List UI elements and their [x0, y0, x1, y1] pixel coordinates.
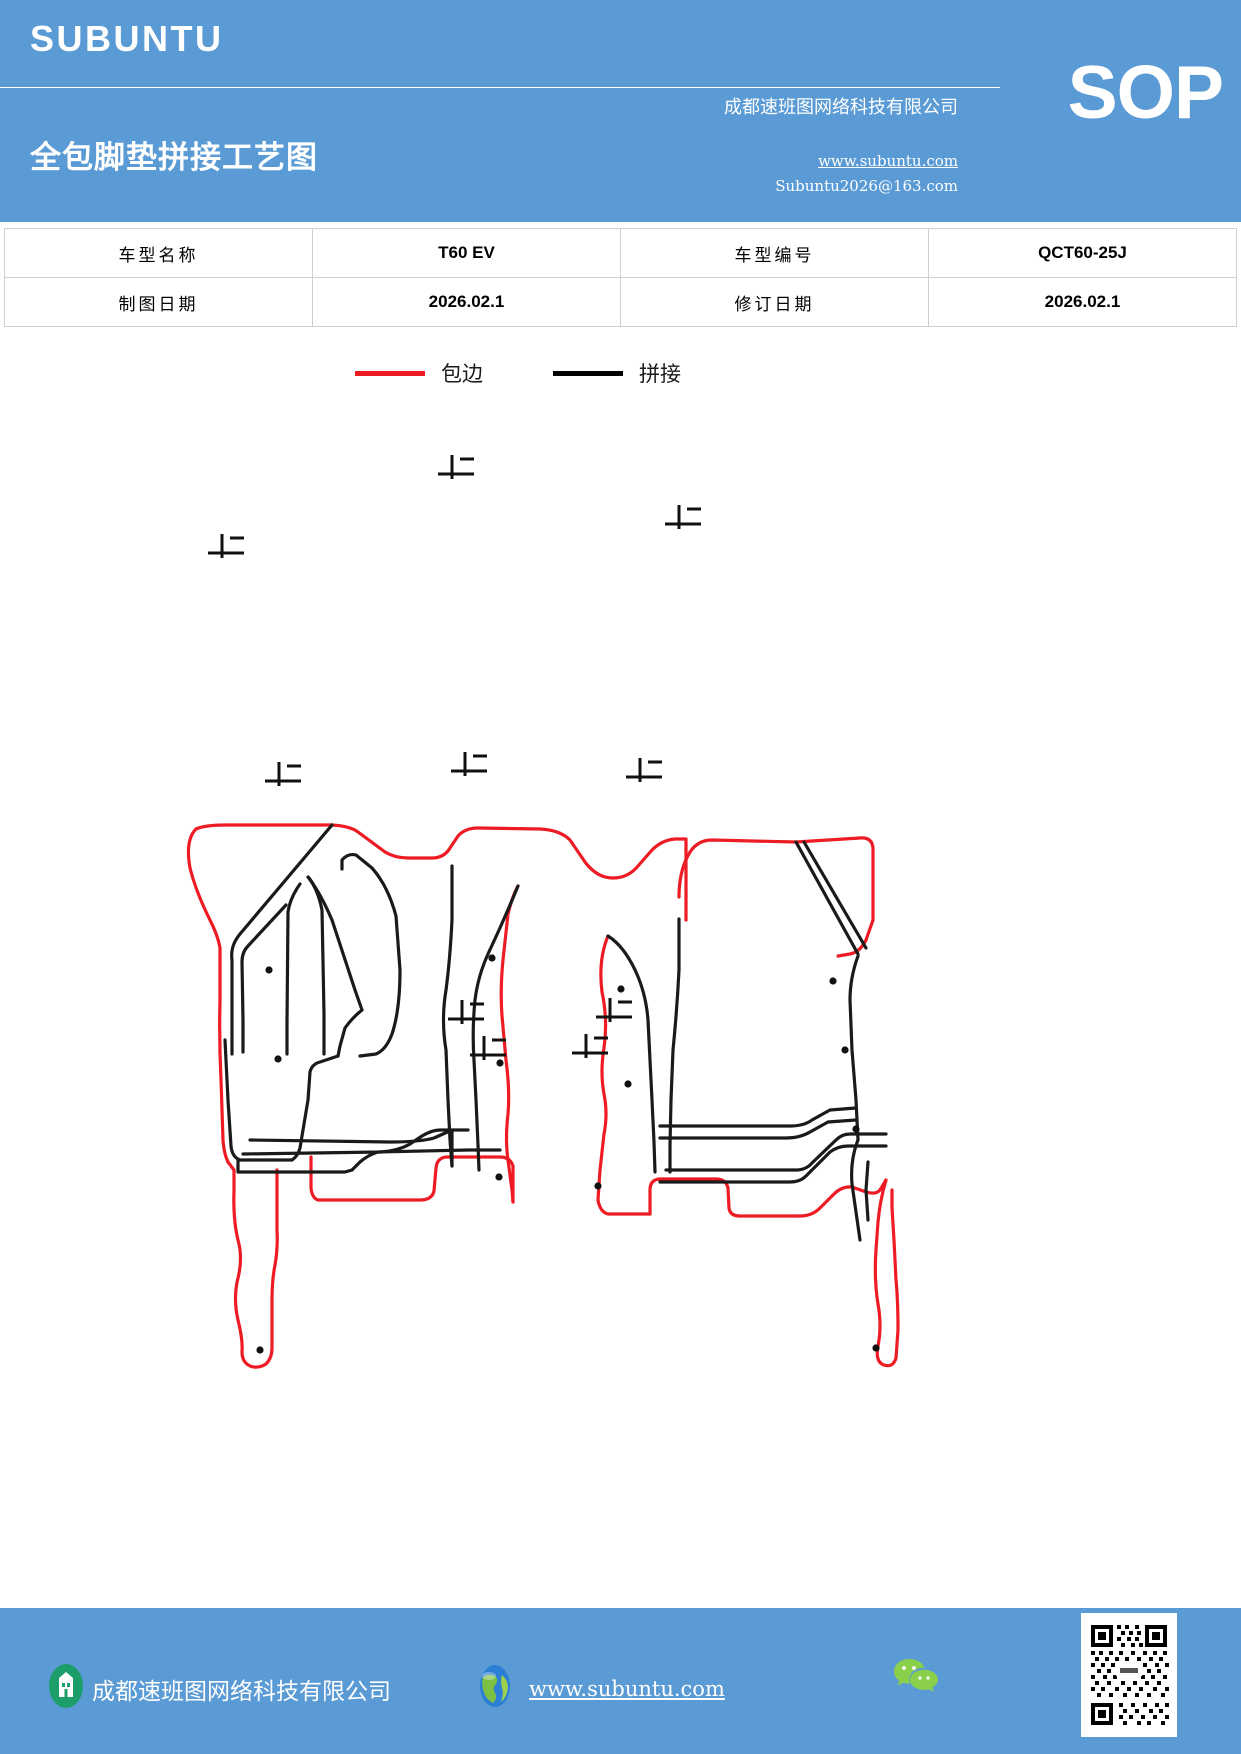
draw-date-value: 2026.02.1	[311, 277, 621, 327]
front-right-mat-edge-top	[677, 836, 875, 922]
brand-logo: SUBUNTU	[30, 18, 224, 59]
page-footer: 成都速班图网络科技有限公司 www.subuntu.com	[0, 1608, 1241, 1754]
front-left-mat-seam-f	[336, 1008, 364, 1058]
front-left-mat-seam-c	[285, 882, 302, 1056]
orientation-mark-up	[468, 1034, 508, 1062]
front-left-mat-edge-bottom	[316, 1155, 515, 1204]
front-left-mat-seam-box2	[350, 1148, 502, 1172]
revision-date-label: 修订日期	[619, 277, 929, 327]
header-divider	[0, 87, 1000, 88]
front-right-mat-seam-b	[802, 840, 868, 950]
front-left-mat-edge-right	[499, 884, 520, 1204]
front-right-mat-seam-h2	[658, 1118, 858, 1140]
legend-item-edge: 包边	[355, 358, 483, 388]
front-right-mat-seam-strap2	[864, 1160, 870, 1222]
front-left-mat-seam-a	[230, 823, 334, 1056]
mat-dot	[274, 1055, 282, 1063]
orientation-mark-up	[663, 503, 703, 531]
mat-dot	[872, 1344, 880, 1352]
front-right-mat-seam-strap	[850, 1138, 862, 1242]
front-left-mat-edge-lower-left	[226, 1160, 279, 1369]
model-code-value: QCT60-25J	[927, 228, 1238, 278]
front-right-mat-edge-bottom-wing	[596, 1198, 652, 1216]
mat-dot	[852, 1125, 860, 1133]
model-code-label: 车型编号	[619, 228, 929, 278]
orientation-mark-up	[436, 453, 476, 481]
orientation-mark-up	[449, 750, 489, 778]
model-name-label: 车型名称	[4, 228, 313, 278]
orientation-mark-up	[206, 532, 246, 560]
orientation-mark-up	[594, 996, 634, 1024]
page-header: SUBUNTU 全包脚垫拼接工艺图 成都速班图网络科技有限公司 www.subu…	[0, 0, 1241, 222]
front-left-mat-edge-bottom-2	[309, 1155, 320, 1202]
footer-company-name: 成都速班图网络科技有限公司	[92, 1678, 391, 1705]
mat-dot	[256, 1346, 264, 1354]
orientation-mark-up	[446, 998, 486, 1026]
qr-code	[1081, 1613, 1177, 1737]
model-name-value: T60 EV	[311, 228, 621, 278]
mat-dot	[265, 966, 273, 974]
revision-date-value: 2026.02.1	[927, 277, 1238, 327]
legend-item-seam: 拼接	[553, 358, 681, 388]
front-right-mat-seam-h1	[658, 1106, 858, 1128]
front-right-mat-seam-box2	[658, 1144, 888, 1184]
front-left-mat-seam-mid-v	[340, 852, 402, 1058]
front-right-mat-seam-box	[664, 1132, 888, 1172]
black-line-swatch	[553, 370, 623, 376]
front-left-mat-seam-b	[240, 903, 288, 1054]
legend-label-edge: 包边	[441, 362, 483, 386]
building-icon	[48, 1663, 84, 1714]
draw-date-label: 制图日期	[4, 277, 313, 327]
wechat-icon	[893, 1657, 939, 1695]
front-left-mat-edge	[194, 823, 688, 922]
front-right-mat-seam-a	[794, 840, 860, 956]
mat-dot	[617, 985, 625, 993]
orientation-mark-up	[570, 1032, 610, 1060]
header-website-link[interactable]: www.subuntu.com	[818, 152, 958, 170]
header-email: Subuntu2026@163.com	[775, 177, 958, 195]
mat-dot	[488, 954, 496, 962]
table-row: 制图日期 2026.02.1 修订日期 2026.02.1	[4, 277, 1238, 327]
table-row: 车型名称 T60 EV 车型编号 QCT60-25J	[4, 228, 1238, 278]
front-left-mat-seam-right-v	[471, 884, 520, 1172]
front-left-mat-edge-left	[186, 827, 230, 1164]
front-right-mat-edge-right	[836, 918, 875, 958]
legend: 包边 拼接	[0, 358, 1241, 392]
front-left-mat-seam-h-top	[248, 1128, 454, 1168]
sop-badge: SOP	[1067, 50, 1224, 134]
mat-dot	[495, 1173, 503, 1181]
mat-dot	[594, 1182, 602, 1190]
globe-icon	[475, 1663, 515, 1714]
front-left-mat-seam-long-v	[441, 864, 454, 1168]
front-right-mat-edge-left-wing	[596, 934, 610, 1202]
front-right-mat-edge-bottom	[648, 1177, 802, 1218]
front-right-mat-seam-left-wing	[606, 934, 657, 1174]
front-left-mat-seam-panel-divider	[238, 1054, 340, 1162]
mat-dot	[496, 1059, 504, 1067]
front-left-mat-seam-box	[236, 1158, 354, 1174]
mat-dot	[829, 977, 837, 985]
orientation-mark-up	[263, 760, 303, 788]
front-left-mat-seam-d	[307, 876, 326, 1056]
footer-company-block: 成都速班图网络科技有限公司	[48, 1663, 391, 1714]
legend-label-seam: 拼接	[639, 362, 681, 386]
front-left-mat-seam-e	[306, 875, 364, 1012]
red-line-swatch	[355, 370, 425, 376]
mat-dot	[841, 1046, 849, 1054]
front-left-mat-seam-vertical	[223, 1038, 242, 1162]
footer-website-link[interactable]: www.subuntu.com	[529, 1676, 725, 1701]
front-right-mat-seam-outer-r	[848, 954, 860, 1142]
document-title: 全包脚垫拼接工艺图	[30, 140, 318, 176]
vehicle-info-table: 车型名称 T60 EV 车型编号 QCT60-25J 制图日期 2026.02.…	[4, 228, 1238, 327]
front-right-mat-seam-center-v	[668, 917, 681, 1174]
header-company-name: 成都速班图网络科技有限公司	[724, 97, 958, 118]
footer-website-block[interactable]: www.subuntu.com	[475, 1663, 725, 1714]
front-right-mat-strap-edge	[873, 1178, 900, 1368]
mat-dot	[624, 1080, 632, 1088]
floor-mat-technical-drawing	[0, 400, 1241, 1410]
front-right-mat-edge-right-lower	[798, 1178, 888, 1218]
orientation-mark-up	[624, 756, 664, 784]
